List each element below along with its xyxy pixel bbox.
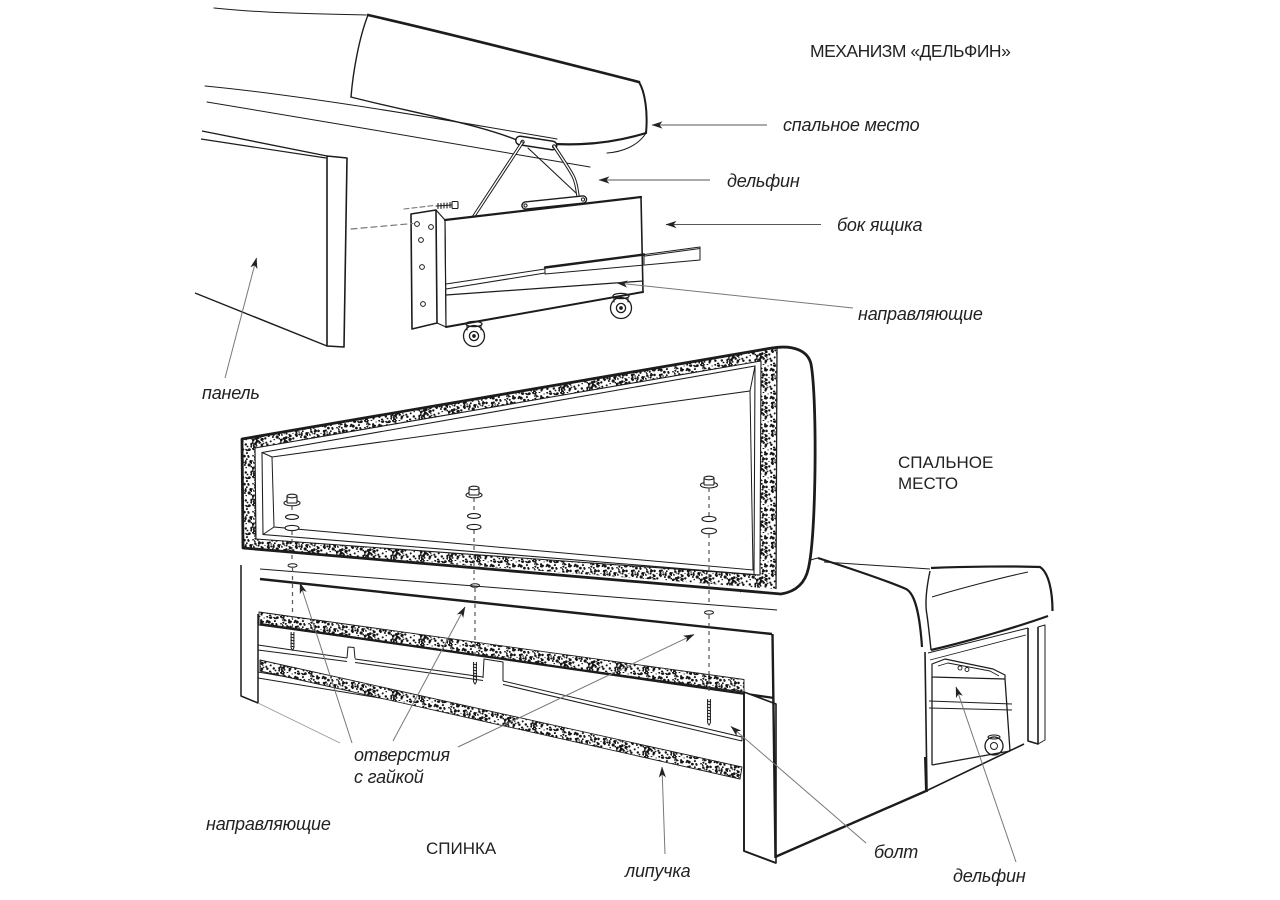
svg-text:отверстия: отверстия	[354, 745, 450, 765]
svg-text:болт: болт	[874, 842, 918, 862]
svg-text:панель: панель	[202, 383, 260, 403]
svg-text:направляющие: направляющие	[858, 304, 983, 324]
svg-text:направляющие: направляющие	[206, 814, 331, 834]
svg-text:с гайкой: с гайкой	[354, 767, 424, 787]
svg-text:СПИНКА: СПИНКА	[426, 839, 497, 858]
svg-text:спальное место: спальное место	[783, 115, 920, 135]
svg-text:СПАЛЬНОЕ: СПАЛЬНОЕ	[898, 453, 993, 472]
svg-text:дельфин: дельфин	[953, 866, 1026, 886]
svg-text:дельфин: дельфин	[727, 171, 800, 191]
svg-text:бок ящика: бок ящика	[837, 215, 922, 235]
svg-text:МЕХАНИЗМ «ДЕЛЬФИН»: МЕХАНИЗМ «ДЕЛЬФИН»	[810, 41, 1011, 61]
svg-text:липучка: липучка	[624, 861, 691, 881]
svg-text:МЕСТО: МЕСТО	[898, 474, 958, 493]
